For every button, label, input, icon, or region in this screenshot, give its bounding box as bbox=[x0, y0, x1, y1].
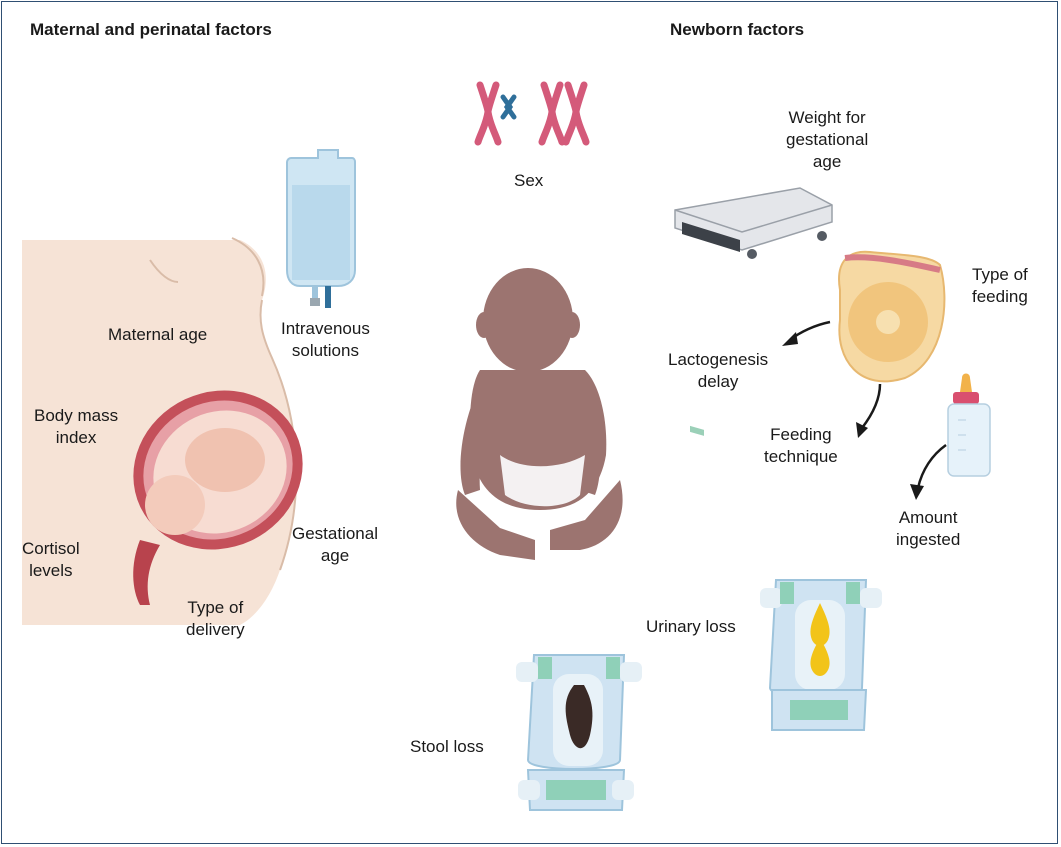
iv-bag-illustration bbox=[286, 149, 356, 308]
label-intravenous-solutions: Intravenous solutions bbox=[281, 319, 370, 360]
baby-diaper bbox=[500, 455, 585, 507]
breast-anatomy-illustration bbox=[838, 250, 946, 383]
label-urinary-loss: Urinary loss bbox=[646, 617, 736, 636]
soiled-diaper-illustration bbox=[516, 654, 642, 811]
chromosome-icons bbox=[474, 81, 590, 146]
label-lactogenesis-delay: Lactogenesis delay bbox=[668, 350, 769, 391]
label-maternal-age: Maternal age bbox=[108, 325, 208, 344]
arrowheads bbox=[782, 332, 924, 500]
uterus-fetus-illustration bbox=[133, 390, 303, 605]
label-stool-loss: Stool loss bbox=[410, 737, 484, 756]
label-feeding-technique: Feeding technique bbox=[764, 425, 838, 466]
label-type-of-delivery: Type of delivery bbox=[186, 598, 245, 639]
newborn-baby-illustration bbox=[456, 268, 623, 560]
label-sex: Sex bbox=[514, 171, 544, 190]
label-body-mass-index: Body mass index bbox=[34, 406, 119, 447]
label-cortisol-levels: Cortisol levels bbox=[22, 539, 80, 580]
label-amount-ingested: Amount ingested bbox=[896, 508, 961, 549]
label-type-of-feeding: Type of feeding bbox=[972, 265, 1028, 306]
baby-bottle-illustration bbox=[947, 373, 991, 477]
label-gestational-age: Gestational age bbox=[292, 524, 378, 565]
weighing-scale-illustration bbox=[674, 187, 833, 436]
maternal-factors-heading: Maternal and perinatal factors bbox=[30, 20, 272, 39]
label-weight-for-gestational-age: Weight for gestational age bbox=[786, 108, 869, 171]
wet-diaper-illustration bbox=[760, 579, 882, 731]
newborn-factors-heading: Newborn factors bbox=[670, 20, 805, 39]
